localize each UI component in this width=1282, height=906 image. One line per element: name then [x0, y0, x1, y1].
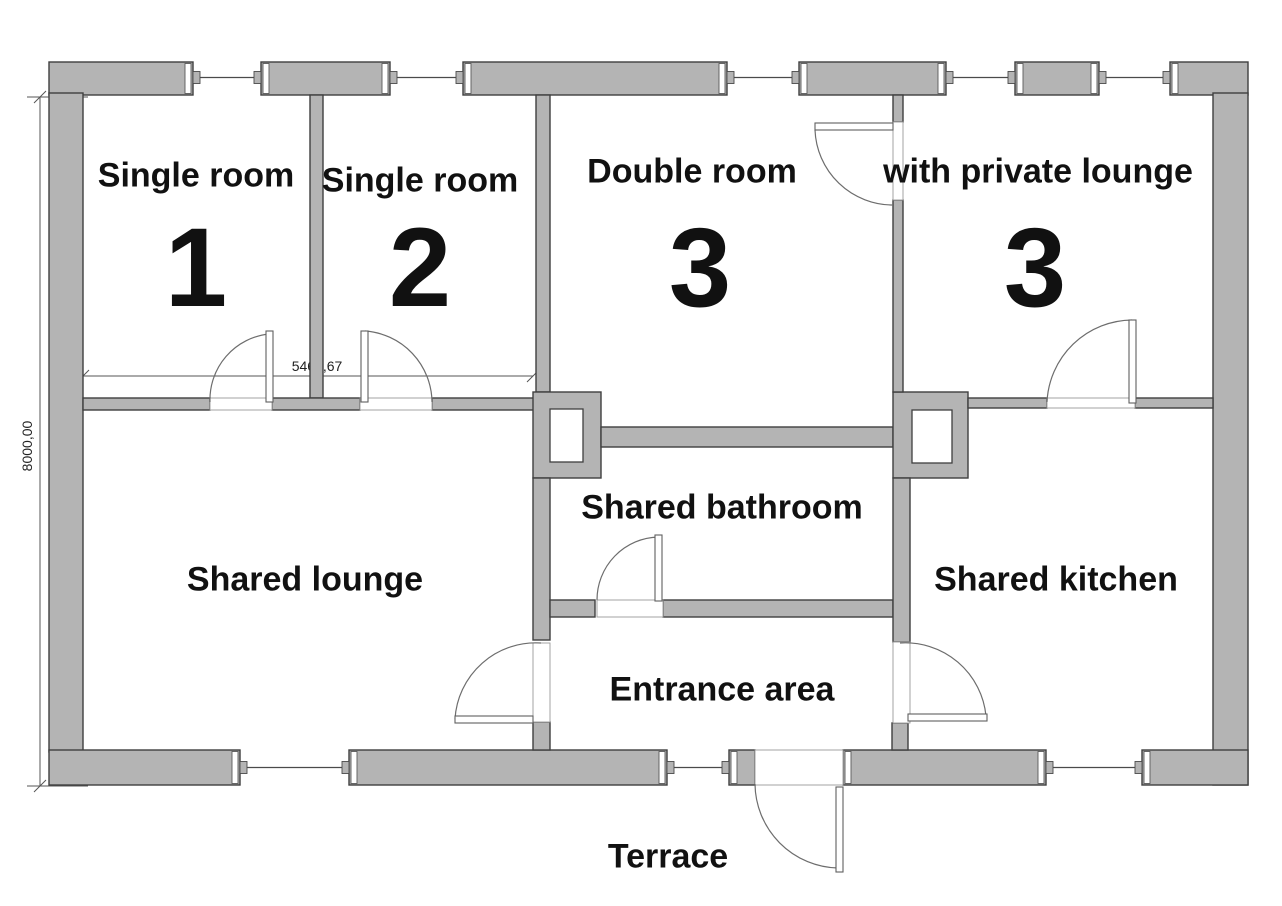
- door-bathroom: [596, 534, 663, 602]
- room-number-3-lounge: 3: [1003, 205, 1067, 330]
- room-label-single-1: Single room: [97, 156, 295, 195]
- vertical-dimension-text: 8000,00: [19, 420, 35, 471]
- room-number-3-double: 3: [668, 205, 732, 330]
- door-lounge-entrance: [454, 642, 542, 724]
- door-private-lounge-top: [814, 122, 894, 206]
- room-label-shared-lounge: Shared lounge: [186, 560, 424, 599]
- door-kitchen-entrance: [899, 642, 988, 722]
- room-number-1: 1: [164, 205, 228, 330]
- windows: [192, 71, 1171, 774]
- room-label-private-lounge: with private lounge: [883, 152, 1193, 191]
- room-number-2: 2: [388, 205, 452, 330]
- room-label-single-2: Single room: [321, 161, 519, 200]
- room-label-shared-kitchen: Shared kitchen: [934, 560, 1178, 599]
- dimension-annotations: 5466,67 8000,00: [19, 90, 540, 793]
- window-end-ticks: [184, 63, 1179, 784]
- room-label-double: Double room: [587, 152, 797, 191]
- walls: [48, 61, 1249, 786]
- room-label-terrace: Terrace: [607, 837, 729, 876]
- door-single-room-2: [360, 330, 433, 403]
- door-openings: [209, 121, 1136, 786]
- door-single-room-1: [209, 330, 274, 403]
- room-label-entrance: Entrance area: [609, 670, 835, 709]
- room-label-shared-bathroom: Shared bathroom: [581, 488, 863, 527]
- doors: [209, 122, 1137, 873]
- door-private-lounge-kitchen: [1046, 319, 1137, 404]
- door-terrace: [754, 783, 844, 873]
